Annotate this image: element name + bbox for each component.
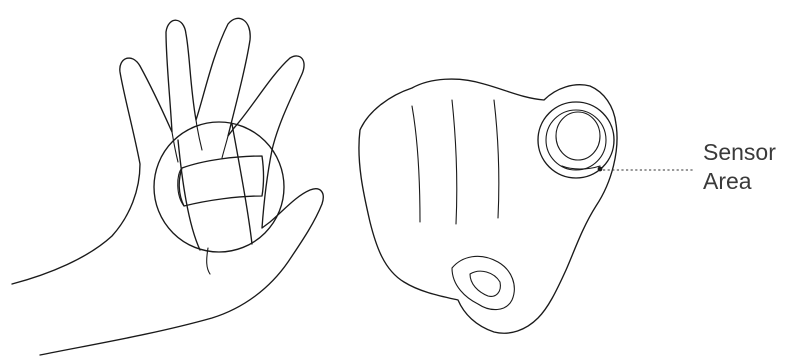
sensor-label-line1: Sensor: [703, 138, 776, 167]
zoom-ring-band: [179, 156, 263, 206]
zoom-finger-left-edge: [178, 140, 200, 250]
worn-ring-opening: [556, 112, 600, 160]
finger-divide-2: [222, 136, 228, 158]
sensor-label-line2: Area: [703, 167, 776, 196]
palm-outline: [12, 18, 323, 355]
zoom-finger-right-edge: [232, 124, 252, 244]
magnifier-circle: [154, 122, 284, 252]
thumbnail: [470, 271, 500, 296]
knuckle-line-2: [452, 100, 457, 224]
worn-ring-inner: [546, 110, 606, 170]
sensor-dot: [598, 167, 603, 172]
pointing-fist-hand: [359, 79, 617, 333]
fist-outline: [359, 79, 617, 333]
knuckle-line-1: [412, 106, 420, 222]
worn-ring-outer: [538, 102, 614, 178]
open-palm-hand: [12, 18, 323, 355]
thumb-outline: [452, 256, 514, 309]
sensor-area-label: Sensor Area: [703, 138, 776, 196]
knuckle-line-3: [494, 100, 499, 218]
